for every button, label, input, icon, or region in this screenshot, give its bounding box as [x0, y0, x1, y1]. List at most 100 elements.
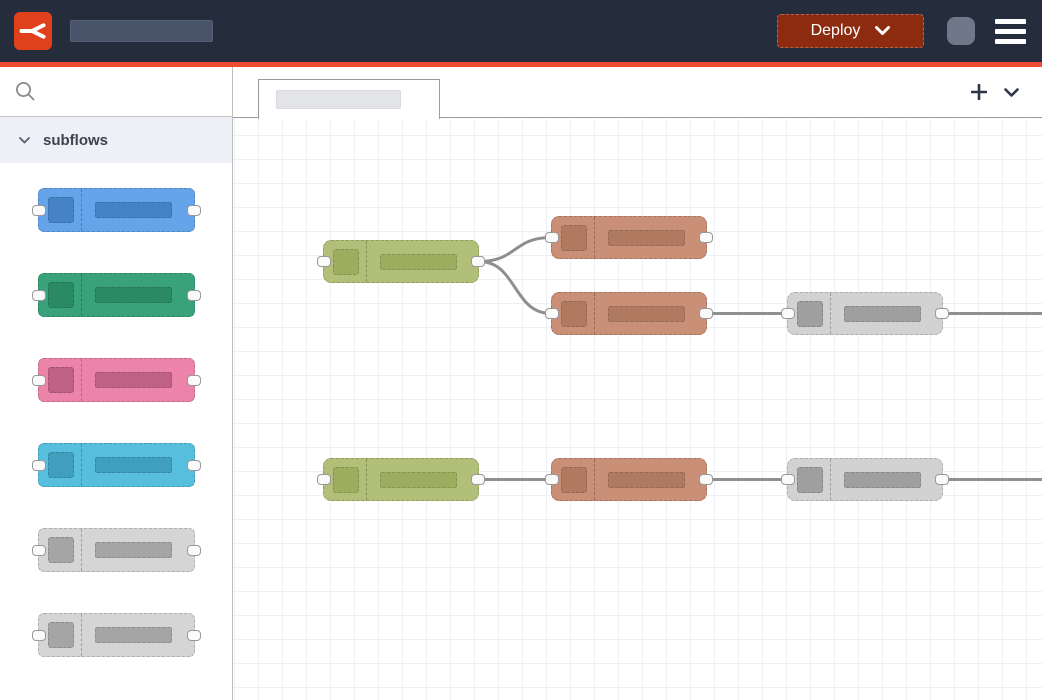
- node-label-placeholder: [380, 472, 457, 488]
- node-label-placeholder: [844, 306, 921, 322]
- node-port-out[interactable]: [187, 630, 201, 641]
- node-separator: [830, 293, 831, 334]
- node-icon: [48, 367, 74, 393]
- node-port-out[interactable]: [699, 232, 713, 243]
- node-label-placeholder: [95, 457, 172, 473]
- node-port-in[interactable]: [781, 308, 795, 319]
- node-port-out[interactable]: [699, 308, 713, 319]
- palette-node-gray-1[interactable]: [38, 528, 195, 572]
- palette-node-pink[interactable]: [38, 358, 195, 402]
- node-icon: [333, 467, 359, 493]
- node-label-placeholder: [380, 254, 457, 270]
- node-port-out[interactable]: [471, 474, 485, 485]
- chevron-down-icon: [19, 137, 30, 144]
- flow-node-salmon-2[interactable]: [551, 292, 707, 335]
- node-icon: [561, 301, 587, 327]
- node-port-in[interactable]: [32, 205, 46, 216]
- node-label-placeholder: [95, 627, 172, 643]
- node-icon: [48, 282, 74, 308]
- node-port-out[interactable]: [187, 460, 201, 471]
- node-port-in[interactable]: [545, 308, 559, 319]
- node-separator: [594, 217, 595, 258]
- node-label-placeholder: [95, 287, 172, 303]
- node-label-placeholder: [844, 472, 921, 488]
- node-separator: [366, 459, 367, 500]
- node-port-out[interactable]: [187, 290, 201, 301]
- app-title-placeholder: [70, 20, 213, 42]
- node-icon: [797, 301, 823, 327]
- node-port-out[interactable]: [187, 375, 201, 386]
- flow-node-salmon-1[interactable]: [551, 216, 707, 259]
- node-red-logo-icon: [18, 16, 48, 46]
- search-icon: [15, 81, 36, 102]
- node-separator: [594, 459, 595, 500]
- node-port-out[interactable]: [187, 545, 201, 556]
- node-port-in[interactable]: [32, 375, 46, 386]
- node-label-placeholder: [95, 542, 172, 558]
- flow-tab-bar: [233, 67, 1042, 118]
- node-port-out[interactable]: [699, 474, 713, 485]
- node-port-out[interactable]: [187, 205, 201, 216]
- node-separator: [594, 293, 595, 334]
- header-actions: Deploy: [777, 14, 1026, 48]
- flow-node-olive-1[interactable]: [323, 240, 479, 283]
- node-port-out[interactable]: [471, 256, 485, 267]
- add-flow-button-icon[interactable]: [971, 84, 987, 100]
- palette-search[interactable]: [0, 67, 232, 117]
- palette-node-cyan[interactable]: [38, 443, 195, 487]
- header: Deploy: [0, 0, 1042, 62]
- node-port-out[interactable]: [935, 308, 949, 319]
- node-separator: [81, 359, 82, 401]
- palette-section-subflows[interactable]: subflows: [0, 117, 232, 163]
- node-separator: [81, 614, 82, 656]
- node-label-placeholder: [608, 230, 685, 246]
- node-port-in[interactable]: [32, 630, 46, 641]
- palette-node-gray-2[interactable]: [38, 613, 195, 657]
- node-port-in[interactable]: [32, 545, 46, 556]
- flow-node-salmon-3[interactable]: [551, 458, 707, 501]
- flow-tab[interactable]: [258, 79, 440, 119]
- node-icon: [561, 467, 587, 493]
- node-port-in[interactable]: [545, 474, 559, 485]
- node-icon: [48, 452, 74, 478]
- node-port-in[interactable]: [781, 474, 795, 485]
- wire-olive-1-to-salmon-2[interactable]: [479, 262, 551, 314]
- node-separator: [81, 189, 82, 231]
- wire-olive-1-to-salmon-1[interactable]: [479, 238, 551, 262]
- main-menu-icon[interactable]: [995, 19, 1026, 44]
- flow-canvas[interactable]: [233, 118, 1042, 700]
- palette-section-label: subflows: [43, 132, 108, 149]
- node-port-in[interactable]: [32, 460, 46, 471]
- workspace: [233, 67, 1042, 700]
- node-separator: [366, 241, 367, 282]
- node-port-in[interactable]: [317, 256, 331, 267]
- node-icon: [48, 622, 74, 648]
- deploy-button-label: Deploy: [811, 22, 861, 40]
- flow-node-gray-1[interactable]: [787, 292, 943, 335]
- node-red-logo[interactable]: [14, 12, 52, 50]
- node-separator: [81, 274, 82, 316]
- node-label-placeholder: [95, 202, 172, 218]
- flow-list-chevron-icon[interactable]: [1004, 88, 1019, 97]
- palette-node-green[interactable]: [38, 273, 195, 317]
- node-icon: [561, 225, 587, 251]
- node-icon: [333, 249, 359, 275]
- user-avatar[interactable]: [947, 17, 975, 45]
- deploy-button[interactable]: Deploy: [777, 14, 924, 48]
- node-port-in[interactable]: [545, 232, 559, 243]
- palette-node-blue[interactable]: [38, 188, 195, 232]
- node-port-in[interactable]: [317, 474, 331, 485]
- flow-node-gray-2[interactable]: [787, 458, 943, 501]
- flow-tab-label-placeholder: [276, 90, 401, 109]
- deploy-chevron-down-icon: [875, 26, 890, 36]
- node-label-placeholder: [608, 306, 685, 322]
- node-label-placeholder: [95, 372, 172, 388]
- node-port-in[interactable]: [32, 290, 46, 301]
- node-port-out[interactable]: [935, 474, 949, 485]
- node-icon: [48, 197, 74, 223]
- palette-list: [0, 163, 232, 657]
- node-icon: [48, 537, 74, 563]
- flow-node-olive-2[interactable]: [323, 458, 479, 501]
- wires-layer: [233, 118, 1042, 700]
